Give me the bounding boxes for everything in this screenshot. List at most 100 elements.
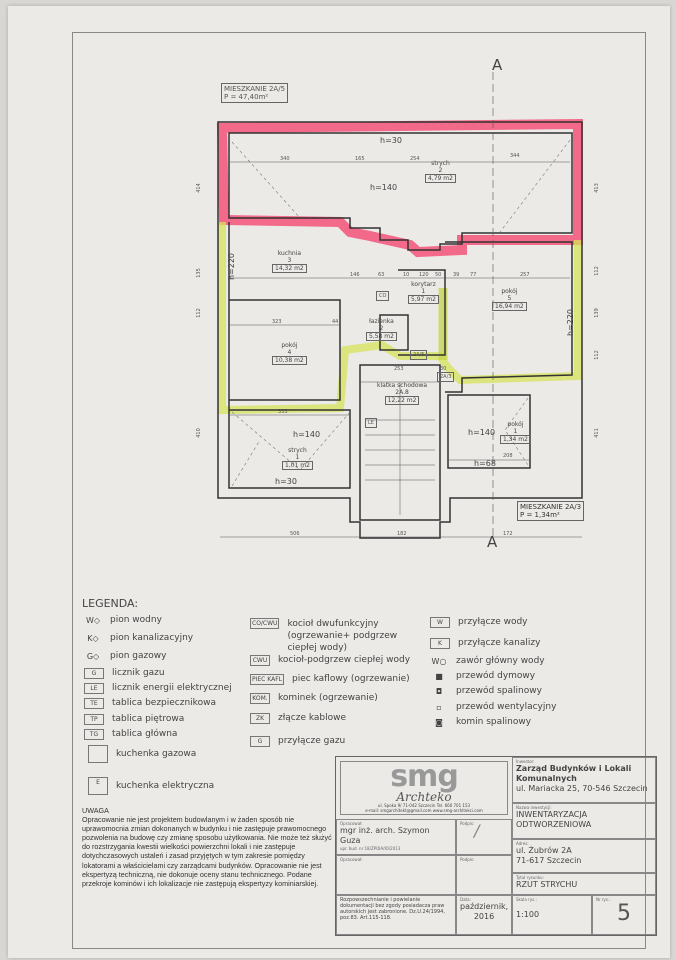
legend-title: LEGENDA:	[82, 597, 139, 610]
legend-label: zawór główny wody	[456, 656, 545, 666]
main-board-icon: TG	[84, 728, 104, 740]
gas-meter-icon: G	[84, 667, 104, 679]
apartment-name: MIESZKANIE 2A/5	[224, 85, 286, 93]
legend-label: kuchenka gazowa	[116, 749, 197, 759]
cable-joint-icon: ZK	[250, 712, 270, 724]
dimension: 182	[397, 531, 407, 537]
room-area: 14,32 m2	[272, 264, 307, 273]
legend-label: pion kanalizacyjny	[110, 633, 194, 643]
company-logo: smg	[390, 759, 459, 794]
room-number: 2	[438, 167, 443, 174]
gas-connection-icon: G	[250, 735, 270, 747]
chimney-icon: ◙	[435, 717, 443, 727]
dimension: 208	[503, 453, 513, 459]
room-number: 5	[507, 295, 512, 302]
dimension: 333	[278, 409, 288, 415]
legend-label: komin spalinowy	[456, 717, 532, 727]
dimension: 506	[290, 531, 300, 537]
investor-address: ul. Mariacka 25, 70-546 Szczecin	[516, 784, 648, 793]
room-area: 1,01 m2	[282, 461, 313, 470]
room-area: 5,58 m2	[366, 332, 397, 341]
height-label: h=140	[293, 430, 321, 439]
dimension: 112	[593, 266, 600, 276]
document-page	[8, 6, 670, 958]
height-label: h=140	[468, 428, 496, 437]
outer-wall	[217, 121, 583, 539]
room-area: 1,34 m2	[500, 435, 531, 444]
legend-label: pion gazowy	[110, 651, 167, 661]
legend-label: tablica główna	[112, 729, 178, 739]
legend-label: kocioł dwufunkcyjny (ogrzewanie+ podgrze…	[287, 619, 398, 653]
room-number: 4	[287, 349, 292, 356]
legend-item: W○zawór główny wody	[430, 655, 545, 667]
room-number: 3	[287, 257, 292, 264]
legend-label: piec kaflowy (ogrzewanie)	[292, 674, 410, 684]
apartment-area: P = 1,34m²	[520, 511, 560, 519]
gas-stove-icon	[88, 745, 108, 763]
caption: Inwestor:	[516, 759, 535, 764]
yellow-highlight-apartment	[218, 222, 582, 415]
signature2-cell: Podpis:	[456, 855, 512, 895]
dimension: 10	[403, 272, 410, 278]
height-label: h=220	[566, 308, 576, 337]
caption: Data:	[460, 897, 471, 902]
address: ul. Żubrów 2A	[516, 846, 572, 855]
tile-stove-icon: PIEC KAFL	[250, 673, 285, 685]
height-label: h=220	[227, 252, 237, 281]
room-name: pokój	[507, 421, 524, 428]
legend-label: kocioł-podgrzew ciepłej wody	[278, 655, 411, 665]
legend-label: przewód dymowy	[456, 671, 536, 681]
legend-label: kominek (ogrzewanie)	[278, 693, 378, 703]
apartment-label-2a5: MIESZKANIE 2A/5 P = 47,40m²	[221, 83, 289, 103]
legend-label: przyłącze gazu	[278, 736, 346, 746]
dimension: 165	[355, 156, 365, 162]
room-name: klatka schodowa	[377, 382, 428, 389]
caption: Nazwa inwestycji:	[516, 805, 552, 810]
apartment-door-tag: 2A/3	[437, 372, 455, 382]
signature: /	[474, 821, 480, 840]
sewer-connection-icon: K	[430, 637, 450, 649]
legend-item: W◇pion wodny	[84, 614, 162, 626]
dimension: 44	[332, 319, 339, 325]
investor-cell: Inwestor:Zarząd Budynków i Lokali Komuna…	[512, 757, 656, 803]
electric-meter-icon: LE	[84, 682, 104, 694]
sewer-riser-icon: K◇	[87, 633, 99, 643]
room-name: strych	[288, 447, 307, 454]
company-logo-sub: Archteko	[396, 790, 452, 804]
room-number: 2	[379, 325, 384, 332]
dimension: 30	[440, 366, 447, 372]
room-area: 10,38 m2	[272, 356, 307, 365]
drawing-frame	[72, 32, 646, 949]
legend-label: tablica bezpiecznikowa	[112, 698, 216, 708]
room-name: pokój	[281, 342, 298, 349]
dimension: 344	[510, 153, 520, 159]
legend-label: przewód wentylacyjny	[456, 702, 557, 712]
note-text: Opracowanie nie jest projektem budowlany…	[82, 815, 332, 888]
legend-label: licznik gazu	[112, 668, 165, 678]
dimension: 77	[470, 272, 477, 278]
address-city: 71-617 Szczecin	[516, 856, 582, 865]
room-number: 2A.8	[395, 389, 409, 396]
caption: Podpis:	[460, 857, 475, 862]
dimension: 112	[593, 350, 600, 360]
drawing-number: 5	[617, 901, 631, 926]
legend-item: K◇ pion kanalizacyjny	[84, 632, 193, 644]
room-area: 16,94 m2	[492, 302, 527, 311]
scale: 1:100	[516, 910, 540, 919]
electric-meter-tag: LE	[365, 418, 377, 428]
scale-cell: Skala rys.:1:100	[512, 895, 592, 935]
